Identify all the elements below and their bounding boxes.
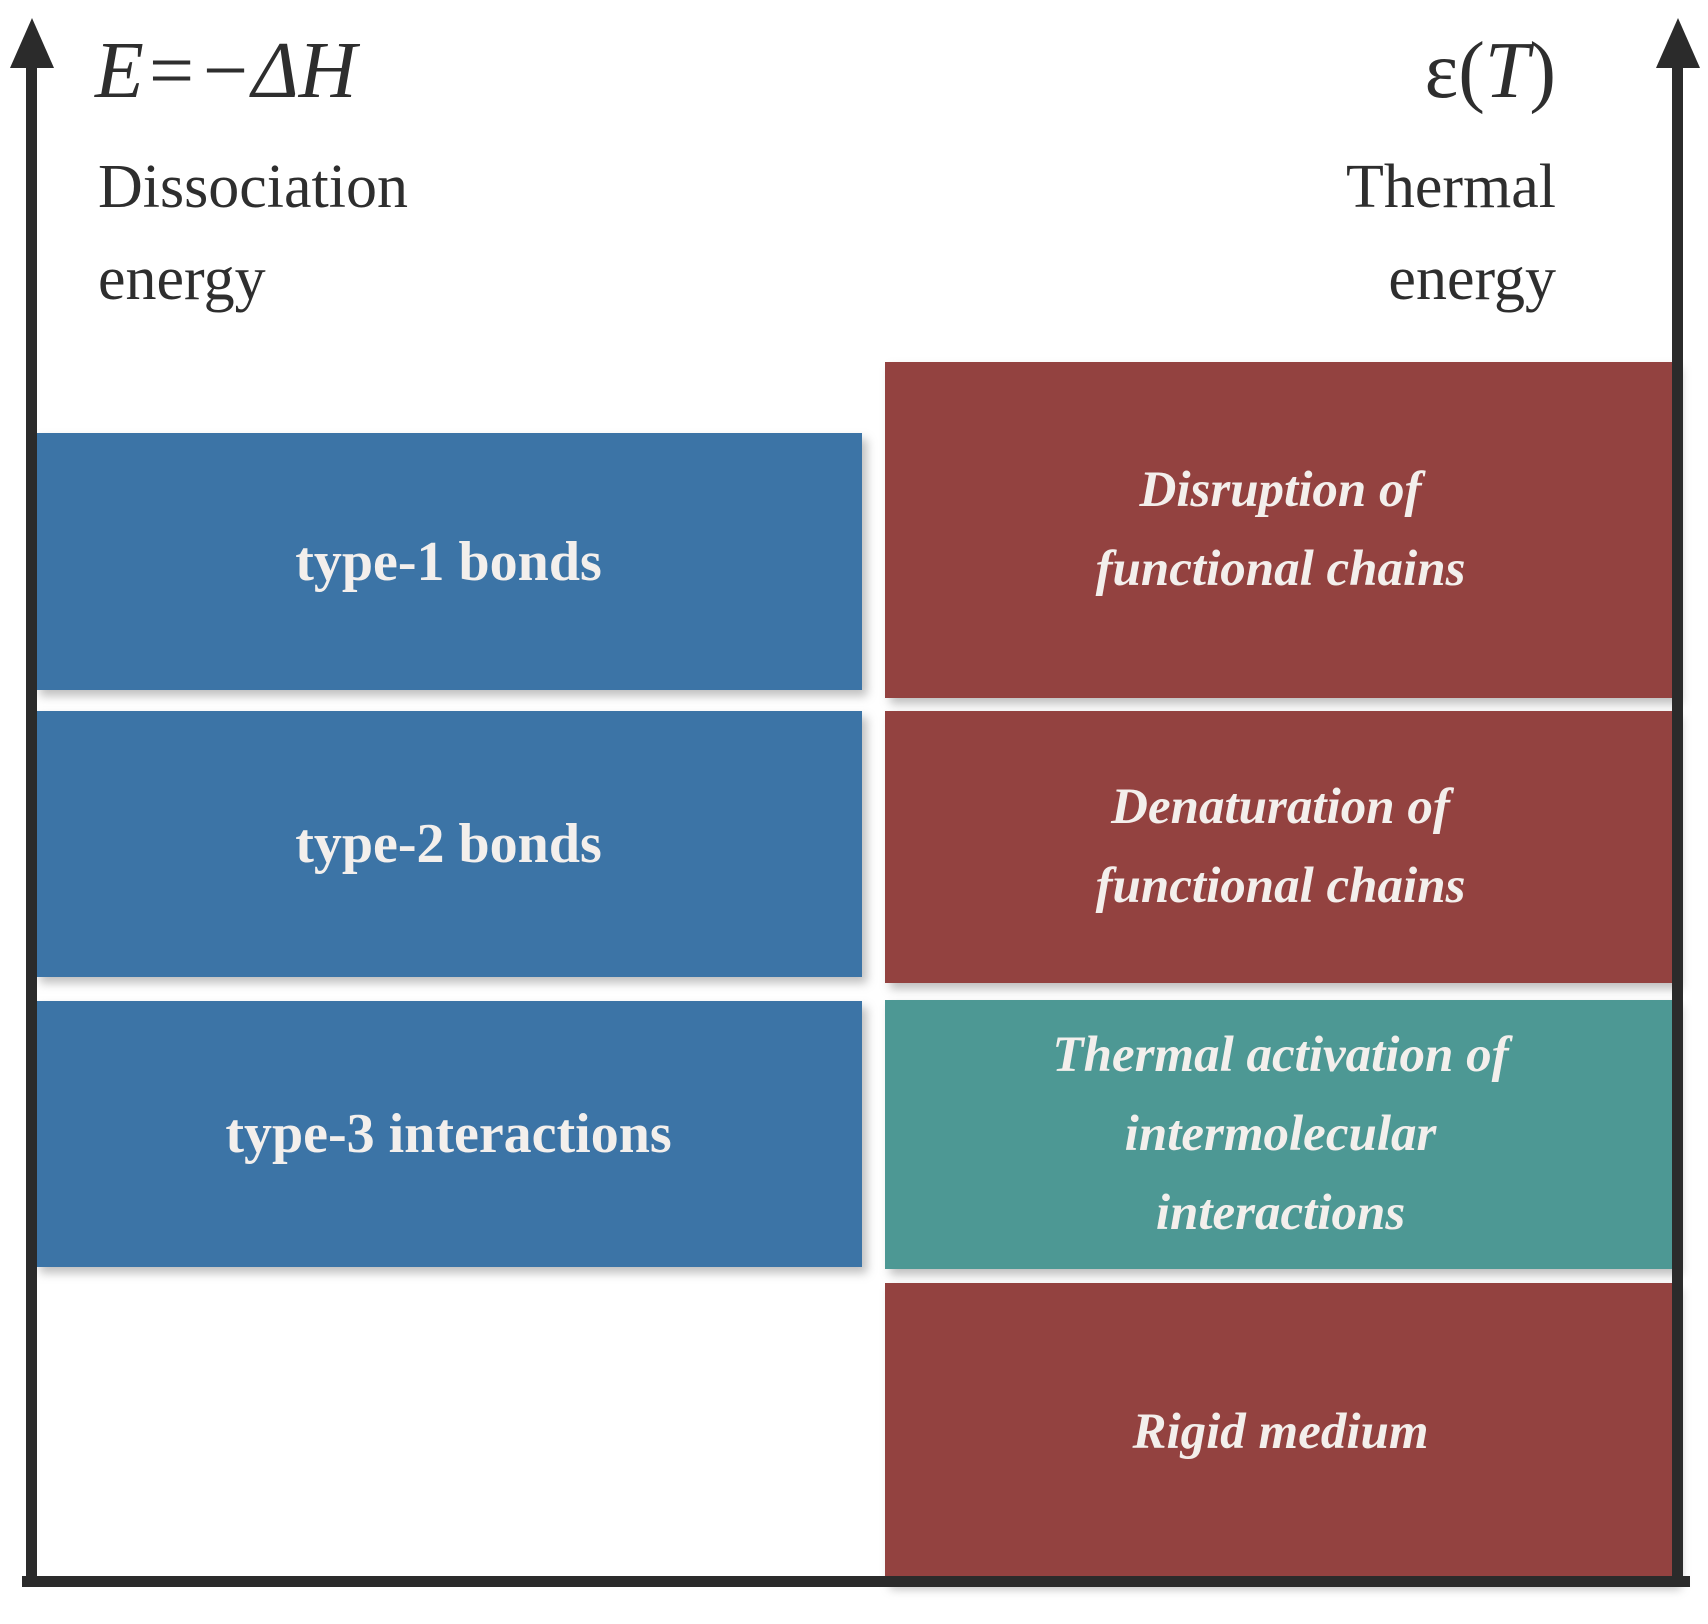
left-axis-name-line-2: energy [98, 244, 266, 313]
right-axis-line [1672, 58, 1683, 1586]
denaturation-box: Denaturation of functional chains [885, 711, 1676, 983]
type-1-bonds-box: type-1 bonds [35, 433, 862, 690]
right-axis-formula-variable: T [1484, 27, 1530, 115]
thermal-activation-box: Thermal activation of intermolecular int… [885, 1000, 1676, 1269]
left-axis-up-arrow-icon [10, 18, 54, 68]
right-axis-formula-close: ) [1529, 27, 1556, 115]
bottom-axis-line [22, 1576, 1690, 1587]
type-2-bonds-label: type-2 bonds [295, 813, 602, 875]
right-axis-name-line-1: Thermal [1345, 153, 1556, 221]
thermal-activation-line-1: Thermal activation of [1052, 1026, 1509, 1083]
right-axis-formula-open: ε( [1424, 27, 1485, 115]
type-3-interactions-label: type-3 interactions [225, 1103, 672, 1165]
right-axis-up-arrow-icon [1656, 18, 1700, 68]
left-axis-formula: E=−ΔH [95, 27, 357, 115]
right-axis-name-line-2: energy [1388, 244, 1556, 313]
denaturation-line-2: functional chains [1095, 858, 1466, 914]
type-3-interactions-box: type-3 interactions [35, 1001, 862, 1267]
disruption-line-1: Disruption of [1139, 461, 1422, 518]
rigid-medium-label: Rigid medium [1132, 1404, 1429, 1461]
rigid-medium-box: Rigid medium [885, 1283, 1676, 1583]
denaturation-line-1: Denaturation of [1111, 778, 1450, 835]
disruption-box: Disruption of functional chains [885, 362, 1676, 698]
disruption-line-2: functional chains [1095, 541, 1466, 597]
left-axis-name-line-1: Dissociation [98, 153, 408, 221]
right-axis-name: Thermal energy [1346, 142, 1556, 326]
thermal-activation-line-2: intermolecular [1124, 1105, 1437, 1162]
type-2-bonds-box: type-2 bonds [35, 711, 862, 977]
left-axis-name: Dissociation energy [98, 142, 408, 326]
left-axis-line [26, 58, 37, 1586]
thermal-activation-line-3: interactions [1155, 1185, 1406, 1242]
right-axis-formula: ε(T) [1425, 26, 1556, 117]
type-1-bonds-label: type-1 bonds [295, 530, 602, 593]
